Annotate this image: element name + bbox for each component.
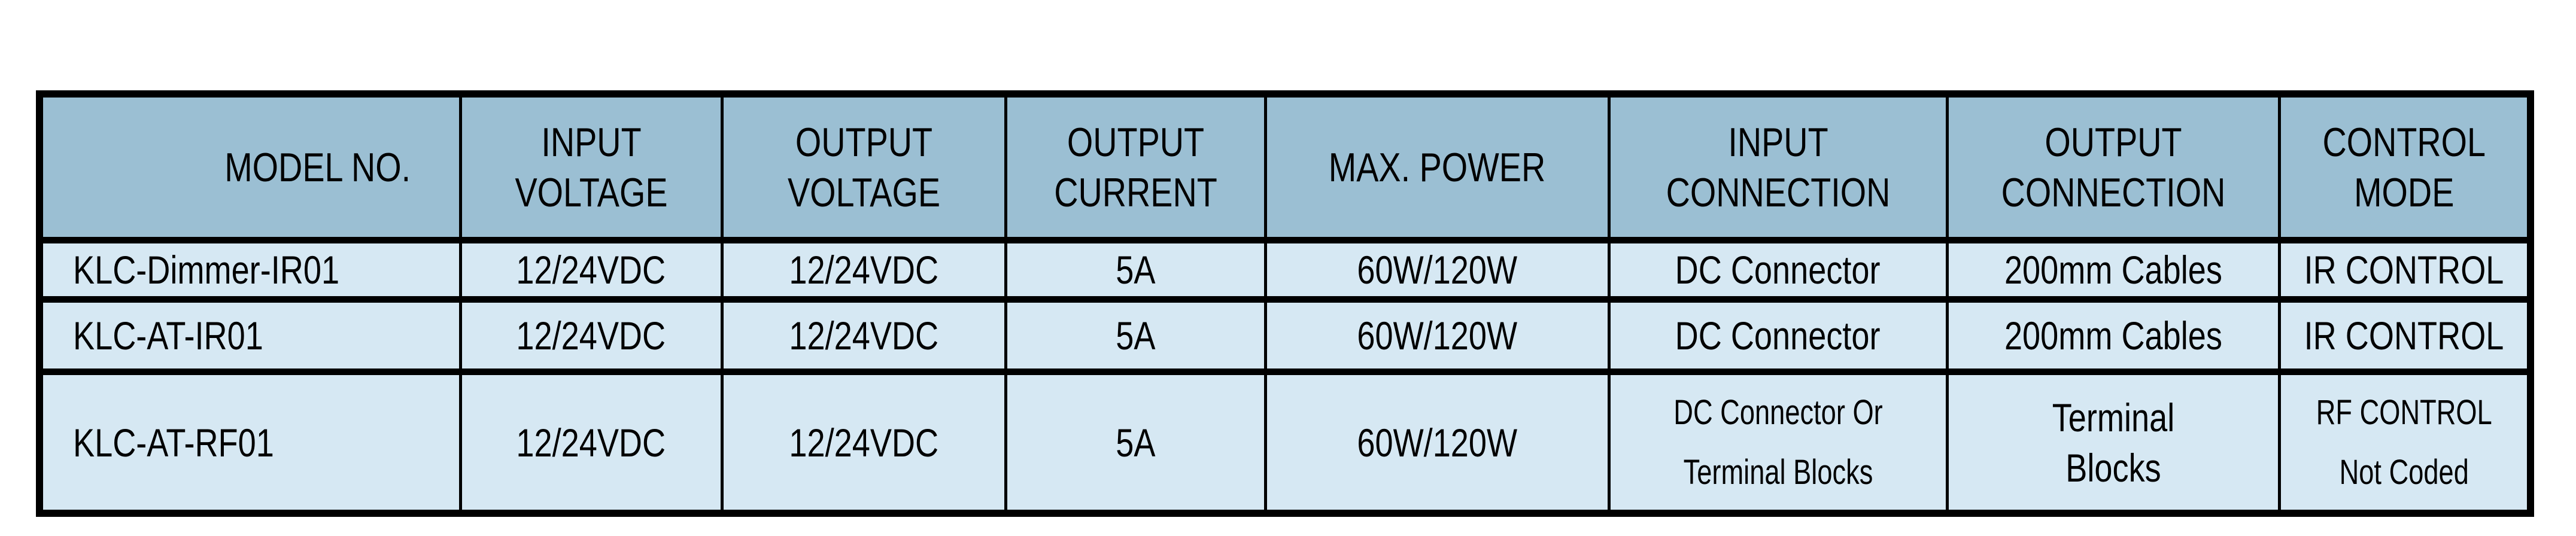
cell-model: KLC-AT-IR01 bbox=[38, 299, 462, 375]
cell-input-connection: DC Connector bbox=[1607, 240, 1949, 303]
cell-output-current: 5A bbox=[1004, 240, 1267, 303]
header-max-power: MAX. POWER bbox=[1263, 94, 1611, 243]
cell-output-connection: 200mm Cables bbox=[1945, 299, 2281, 375]
cell-input-voltage: 12/24VDC bbox=[458, 240, 724, 303]
cell-model: KLC-Dimmer-IR01 bbox=[38, 240, 462, 303]
cell-input-connection: DC Connector bbox=[1607, 299, 1949, 375]
cell-output-connection: 200mm Cables bbox=[1945, 240, 2281, 303]
cell-input-voltage: 12/24VDC bbox=[458, 371, 724, 513]
cell-input-voltage: 12/24VDC bbox=[458, 299, 724, 375]
cell-output-voltage: 12/24VDC bbox=[720, 240, 1007, 303]
cell-control-mode: IR CONTROL bbox=[2277, 299, 2532, 375]
header-model-no: MODEL NO. bbox=[38, 94, 462, 243]
table-row: KLC-AT-RF01 12/24VDC 12/24VDC 5A 60W/120… bbox=[38, 371, 2532, 513]
cell-output-current: 5A bbox=[1004, 299, 1267, 375]
cell-max-power: 60W/120W bbox=[1263, 299, 1611, 375]
table-row: KLC-Dimmer-IR01 12/24VDC 12/24VDC 5A 60W… bbox=[38, 240, 2532, 303]
cell-max-power: 60W/120W bbox=[1263, 240, 1611, 303]
cell-output-voltage: 12/24VDC bbox=[720, 371, 1007, 513]
cell-control-mode: IR CONTROL bbox=[2277, 240, 2532, 303]
cell-output-voltage: 12/24VDC bbox=[720, 299, 1007, 375]
table-row: KLC-AT-IR01 12/24VDC 12/24VDC 5A 60W/120… bbox=[38, 299, 2532, 375]
cell-output-current: 5A bbox=[1004, 371, 1267, 513]
cell-max-power: 60W/120W bbox=[1263, 371, 1611, 513]
cell-model: KLC-AT-RF01 bbox=[38, 371, 462, 513]
